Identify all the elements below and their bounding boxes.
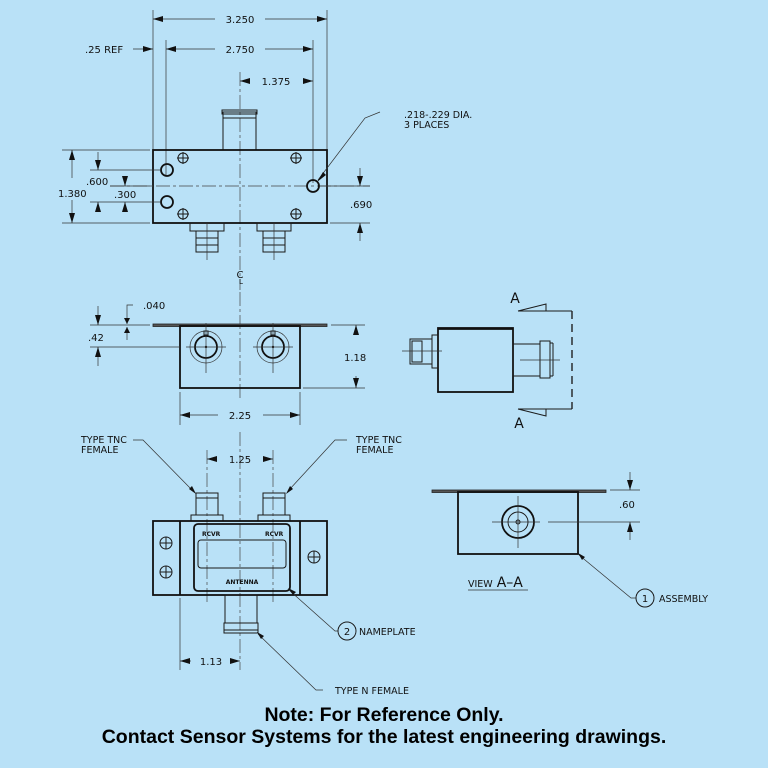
- mounting-hole: [160, 195, 174, 209]
- mounting-hole: [160, 163, 174, 177]
- nameplate: [193, 523, 291, 592]
- hole-callout-dia: .218-.229 DIA.: [404, 110, 472, 121]
- screw-hole-icon: [307, 550, 321, 564]
- dim-body-width: 2.25: [229, 411, 251, 422]
- dim-overall-width: 3.250: [226, 15, 255, 26]
- section-arrow: [517, 408, 547, 417]
- housing-outline: [457, 491, 579, 555]
- dim-connector-spacing: 1.25: [229, 455, 251, 466]
- section-label-top: A: [510, 291, 520, 307]
- dim-hole-spacing: .600: [86, 177, 108, 188]
- nameplate-window: [197, 539, 287, 569]
- leader-line: [288, 439, 347, 491]
- leader-line: [257, 633, 323, 691]
- section-arrow: [517, 303, 547, 312]
- dim-ref-offset: .25 REF: [85, 45, 123, 56]
- note-line-1: Note: For Reference Only.: [264, 704, 504, 726]
- dim-plate-thickness: .040: [143, 301, 165, 312]
- bottom-view: TYPE TNC FEMALE TYPE TNC FEMALE 1.25: [80, 432, 416, 697]
- tnc-connector: [257, 492, 291, 522]
- dim-body-height: 1.18: [344, 353, 366, 364]
- screw-icon: [177, 208, 189, 220]
- dim-center-offset: 1.375: [262, 77, 291, 88]
- dim-height: 1.380: [58, 189, 87, 200]
- reference-note: Note: For Reference Only. Contact Sensor…: [0, 704, 768, 748]
- screw-icon: [177, 152, 189, 164]
- housing-outline: [437, 327, 514, 393]
- nameplate-antenna: ANTENNA: [226, 579, 259, 586]
- tnc-left-label-2: FEMALE: [81, 445, 118, 456]
- item-balloon: [635, 588, 655, 608]
- mounting-hole: [306, 179, 320, 193]
- svg-text:L: L: [239, 278, 243, 286]
- item-balloon: [337, 621, 357, 641]
- n-connector: [223, 594, 259, 634]
- tnc-connector-face: [253, 323, 293, 373]
- assembly-label: ASSEMBLY: [659, 594, 708, 605]
- nameplate-rcvr-right: RCVR: [265, 531, 284, 538]
- screw-hole-icon: [159, 536, 173, 550]
- tnc-right-label-1: TYPE TNC: [355, 435, 402, 446]
- n-connector-face: [492, 496, 540, 548]
- nameplate-label: NAMEPLATE: [359, 627, 416, 638]
- section-label-bottom: A: [514, 416, 524, 432]
- leader-line: [288, 589, 338, 632]
- dim-n-offset: 1.13: [200, 657, 222, 668]
- leader-line: [578, 554, 636, 599]
- side-view: A A: [402, 291, 573, 432]
- tnc-right-label-2: FEMALE: [356, 445, 393, 456]
- leader-line: [317, 111, 381, 181]
- nameplate-rcvr-left: RCVR: [202, 531, 221, 538]
- top-view: 3.250 .25 REF 2.750 1.375 .218-.229 DIA.…: [58, 10, 472, 290]
- dim-hole-half: .300: [114, 190, 136, 201]
- tnc-connector-face: [186, 323, 226, 373]
- hole-callout-qty: 3 PLACES: [404, 120, 449, 131]
- front-view: C L .040 .42: [88, 270, 366, 425]
- nameplate-item-number: 2: [344, 627, 350, 638]
- dim-section-height: .60: [619, 500, 635, 511]
- screw-hole-icon: [159, 565, 173, 579]
- screw-icon: [290, 152, 302, 164]
- tnc-connector: [256, 222, 292, 260]
- dim-connector-height: .42: [88, 333, 104, 344]
- housing-outline: [152, 149, 328, 224]
- dim-hole-span: 2.750: [226, 45, 255, 56]
- leader-line: [133, 439, 193, 491]
- dim-right-hole-height: .690: [350, 200, 372, 211]
- tnc-left-label-1: TYPE TNC: [80, 435, 127, 446]
- assembly-item-number: 1: [642, 594, 648, 605]
- note-line-2: Contact Sensor Systems for the latest en…: [101, 726, 667, 748]
- n-connector-label: TYPE N FEMALE: [334, 686, 409, 697]
- screw-icon: [290, 208, 302, 220]
- housing-outline: [179, 325, 301, 389]
- centerline-symbol: C: [237, 270, 244, 281]
- tnc-connector: [189, 222, 225, 260]
